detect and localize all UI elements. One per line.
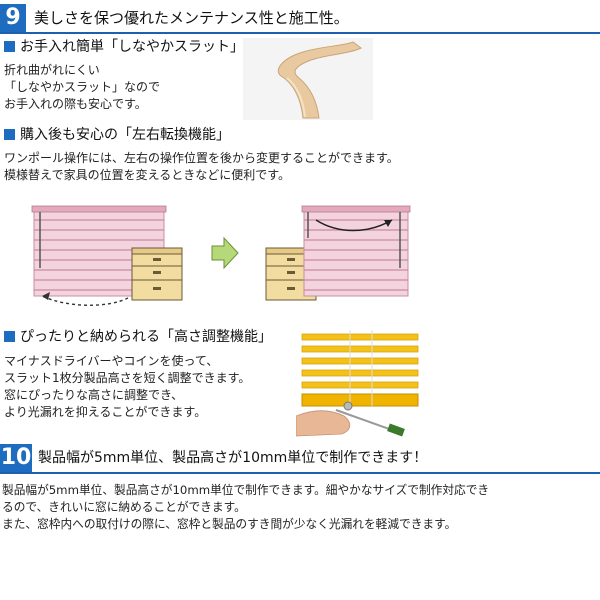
height-adjust-photo bbox=[296, 330, 422, 440]
swap-text: ワンポール操作には、左右の操作位置を後から変更することができます。 模様替えで家… bbox=[4, 150, 399, 184]
section-9-title: 美しさを保つ優れたメンテナンス性と施工性。 bbox=[34, 9, 349, 27]
section-9-number: 9 bbox=[0, 4, 26, 32]
section-10-line: るので、きれいに窓に納めることができます。 bbox=[2, 500, 246, 514]
square-bullet-icon bbox=[4, 41, 15, 52]
height-line: マイナスドライバーやコインを使って、 bbox=[4, 354, 219, 368]
section-9-header: 9 美しさを保つ優れたメンテナンス性と施工性。 bbox=[0, 4, 600, 34]
height-line: より光漏れを抑えることができます。 bbox=[4, 405, 207, 419]
height-line: 窓にぴったりな高さに調整でき、 bbox=[4, 388, 184, 402]
swap-line: 模様替えで家具の位置を変えるときなどに便利です。 bbox=[4, 168, 291, 182]
height-text: マイナスドライバーやコインを使って、 スラット1枚分製品高さを短く調整できます。… bbox=[4, 353, 250, 421]
square-bullet-icon bbox=[4, 331, 15, 342]
section-10-line: 製品幅が5mm単位、製品高さが10mm単位で制作できます。細やかなサイズで制作対… bbox=[2, 483, 490, 497]
left-right-swap-illustration bbox=[31, 205, 411, 306]
swap-heading: 購入後も安心の「左右転換機能」 bbox=[4, 126, 230, 144]
care-line: お手入れの際も安心です。 bbox=[4, 97, 147, 111]
height-line: スラット1枚分製品高さを短く調整できます。 bbox=[4, 371, 251, 385]
chest-before bbox=[131, 247, 183, 301]
section-10-text: 製品幅が5mm単位、製品高さが10mm単位で制作できます。細やかなサイズで制作対… bbox=[2, 482, 598, 533]
square-bullet-icon bbox=[4, 129, 15, 140]
flexible-slat-image bbox=[243, 38, 373, 120]
care-line: 折れ曲がれにくい bbox=[4, 63, 100, 77]
section-10-line: また、窓枠内への取付けの際に、窓枠と製品のすき間が少なく光漏れを軽減できます。 bbox=[2, 517, 457, 531]
height-heading: ぴったりと納められる「高さ調整機能」 bbox=[4, 328, 272, 346]
section-10-number: 10 bbox=[0, 444, 32, 472]
blind-after bbox=[301, 205, 411, 297]
care-heading: お手入れ簡単「しなやかスラット」 bbox=[4, 38, 244, 56]
section-10-header: 10 製品幅が5mm単位、製品高さが10mm単位で制作できます！ bbox=[0, 444, 600, 474]
care-text: 折れ曲がれにくい 「しなやかスラット」なので お手入れの際も安心です。 bbox=[4, 62, 160, 113]
care-line: 「しなやかスラット」なので bbox=[4, 80, 161, 94]
swap-line: ワンポール操作には、左右の操作位置を後から変更することができます。 bbox=[4, 151, 399, 165]
section-10-title: 製品幅が5mm単位、製品高さが10mm単位で制作できます！ bbox=[38, 450, 428, 466]
